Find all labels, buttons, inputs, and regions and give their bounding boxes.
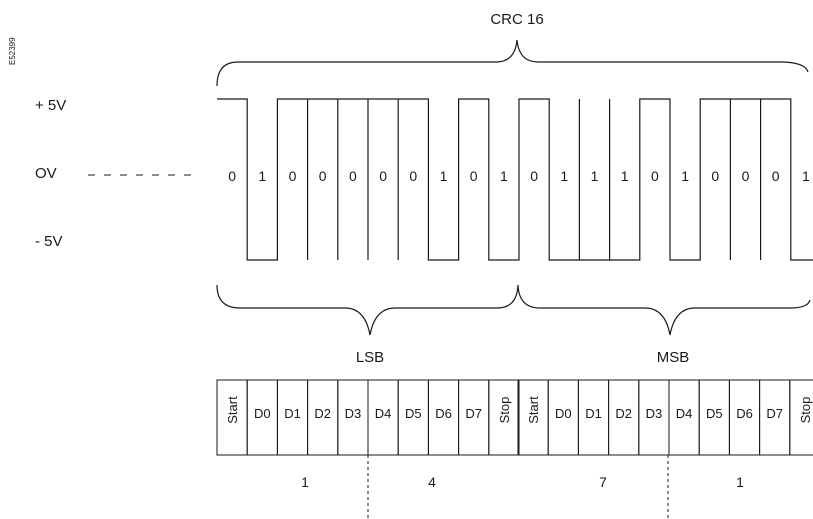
bit-value: 1 [440,168,448,184]
bit-value: 1 [258,168,266,184]
msb-label: MSB [657,349,690,366]
bit-value: 0 [470,168,478,184]
bit-value: 0 [772,168,780,184]
frame-cell-label: D0 [555,406,572,421]
frame-cell [488,379,520,456]
frame-cell-label: D1 [284,406,301,421]
plus-5v-label: + 5V [35,97,66,114]
msb-low-nibble-value: 7 [599,474,607,490]
frame-cell [789,379,813,456]
bit-value: 0 [379,168,387,184]
msb-high-nibble-value: 1 [736,474,744,490]
lsb-high-nibble-value: 4 [428,474,436,490]
bit-value: 0 [349,168,357,184]
bit-value: 0 [742,168,750,184]
crc-brace [216,39,809,87]
frame-cell-label: D0 [254,406,271,421]
bit-value: 0 [319,168,327,184]
frame-cell-label: Start [225,396,240,424]
frame-cell-label: D5 [405,406,422,421]
bit-value: 0 [651,168,659,184]
frame-cell-label: D2 [314,406,331,421]
frame-cell-label: D3 [345,406,362,421]
bit-value: 1 [681,168,689,184]
bit-value: 1 [621,168,629,184]
bit-value: 1 [560,168,568,184]
frame-cell-label: D5 [706,406,723,421]
bit-value: 1 [500,168,508,184]
signal-line [217,98,813,261]
bit-value: 0 [530,168,538,184]
frame-cells: Start D0 D1 D2 D3 D4 D5 D6 D7 Stop Start D0 D1 D2 D3 D4… [216,379,813,456]
lsb-low-nibble-value: 1 [301,474,309,490]
figure-id: E52399 [8,37,17,65]
crc-label: CRC 16 [490,11,543,28]
minus-5v-label: - 5V [35,233,63,250]
frame-cell-label: Stop [497,397,512,424]
bit-value: 0 [711,168,719,184]
bit-value: 0 [409,168,417,184]
frame-cell-label: Start [526,396,541,424]
bit-value: 0 [228,168,236,184]
frame-cell-label: D4 [375,406,392,421]
zero-v-label: OV [35,165,57,182]
bit-value: 1 [591,168,599,184]
frame-cell-label: D7 [465,406,482,421]
signal-waveform: 0 1 0 0 0 0 0 1 0 1 0 1 1 1 0 1 0 0 0 1 [217,98,813,261]
lsb-brace [216,284,519,336]
frame-cell-label: D7 [766,406,783,421]
frame-cell-label: D6 [435,406,452,421]
frame-cell-label: D6 [736,406,753,421]
bit-value: 0 [289,168,297,184]
msb-brace [517,284,811,336]
bit-value: 1 [802,168,810,184]
frame-cell-label: D3 [646,406,663,421]
frame-cell-label: D4 [676,406,693,421]
frame-cell-label: D2 [615,406,632,421]
frame-cell-label: D1 [585,406,602,421]
frame-cell-label: Stop [798,397,813,424]
lsb-label: LSB [356,349,384,366]
